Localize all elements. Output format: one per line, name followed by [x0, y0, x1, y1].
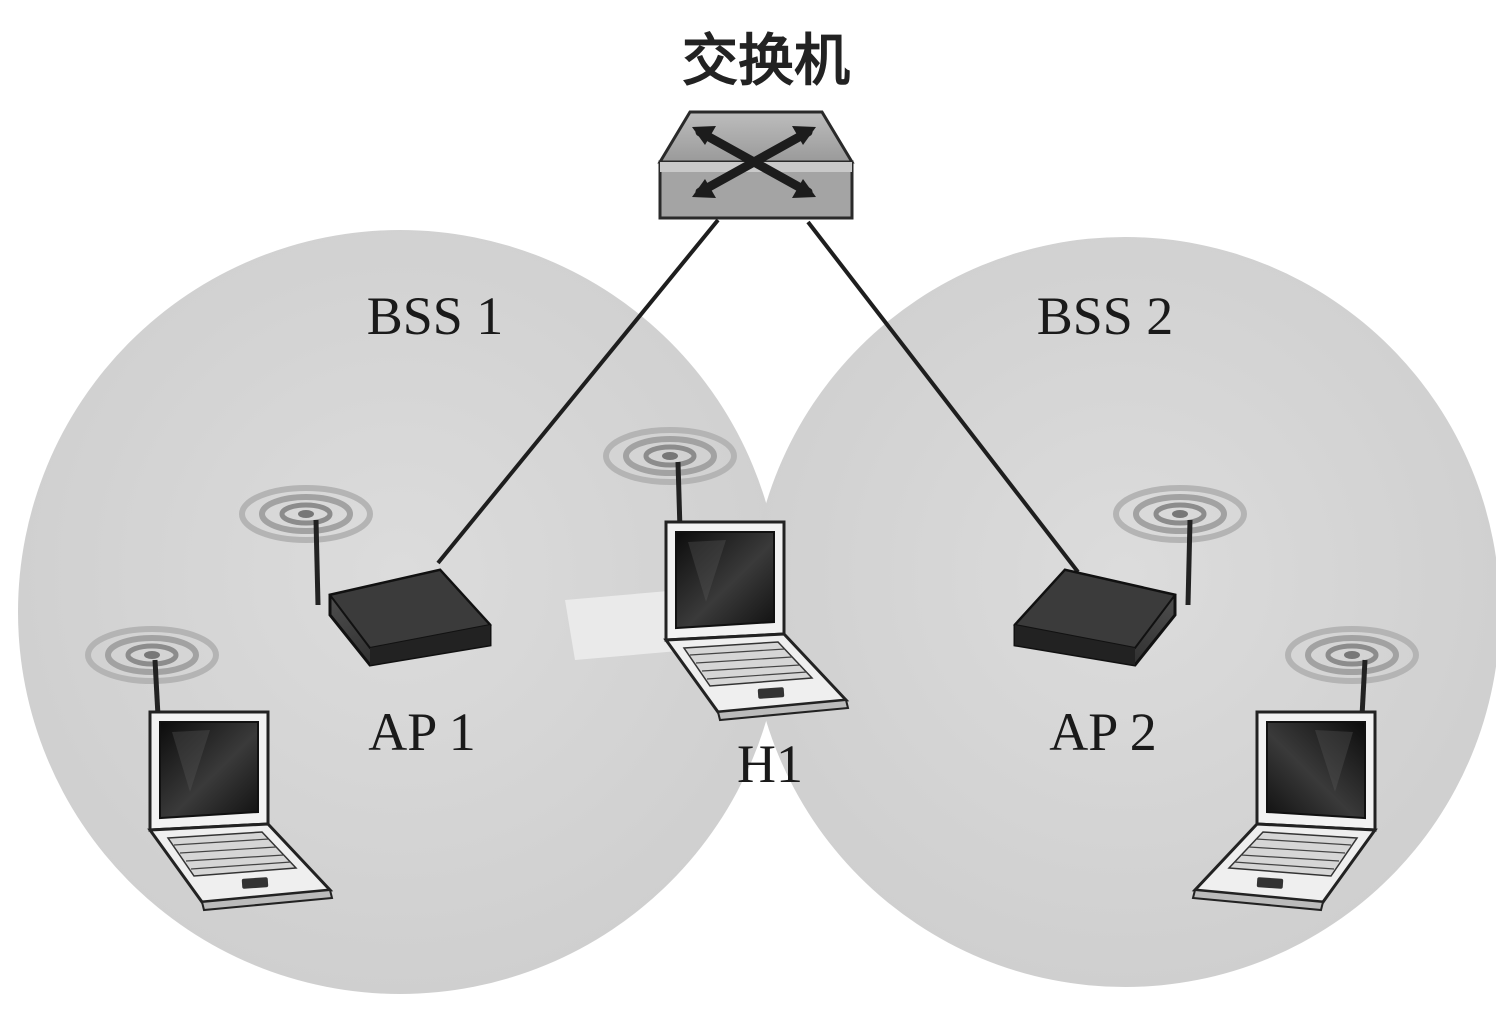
host-h1-label: H1	[737, 734, 803, 794]
wireless-signal-icon	[88, 629, 216, 681]
ap-2-label: AP 2	[1049, 702, 1157, 762]
bss-2-label: BSS 2	[1037, 286, 1174, 346]
wireless-signal-icon	[1288, 629, 1416, 681]
bss-overlap-highlight	[565, 590, 690, 660]
switch-icon	[657, 110, 855, 220]
wireless-signal-icon	[242, 488, 370, 540]
wireless-signal-icon	[1116, 488, 1244, 540]
antenna-icon	[1359, 659, 1368, 717]
antenna-icon	[313, 519, 321, 606]
laptop-bss-1	[88, 629, 334, 912]
antenna-icon	[152, 659, 161, 717]
uplink-cables	[436, 218, 1080, 574]
wireless-signal-icon	[606, 430, 734, 482]
antenna-icon	[1185, 519, 1193, 606]
antenna-icon	[675, 461, 683, 531]
switch-label: 交换机	[682, 29, 850, 94]
cable-switch-ap2	[806, 220, 1080, 574]
ap-1-label: AP 1	[368, 702, 476, 762]
bss-1-label: BSS 1	[367, 286, 504, 346]
access-point-2	[1013, 488, 1244, 667]
cable-switch-ap1	[436, 218, 720, 565]
host-h1	[606, 430, 850, 722]
laptop-bss-2	[1191, 629, 1416, 912]
access-point-1	[242, 488, 492, 667]
